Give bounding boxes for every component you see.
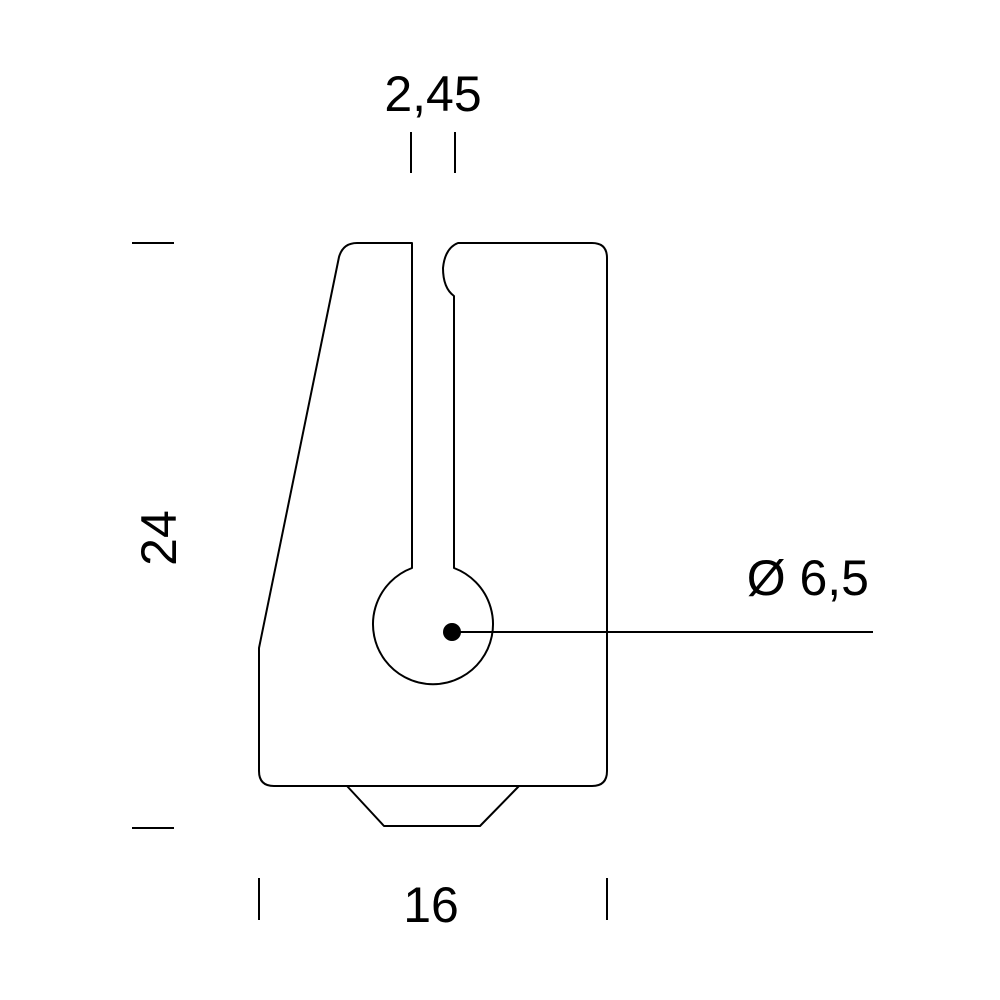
width-label: 16 xyxy=(403,877,459,933)
height-label: 24 xyxy=(131,510,187,566)
slot-width-label: 2,45 xyxy=(384,66,481,122)
part-foot xyxy=(346,785,520,827)
part-outline-left xyxy=(258,242,608,787)
hole-diameter-label: Ø 6,5 xyxy=(747,550,869,606)
